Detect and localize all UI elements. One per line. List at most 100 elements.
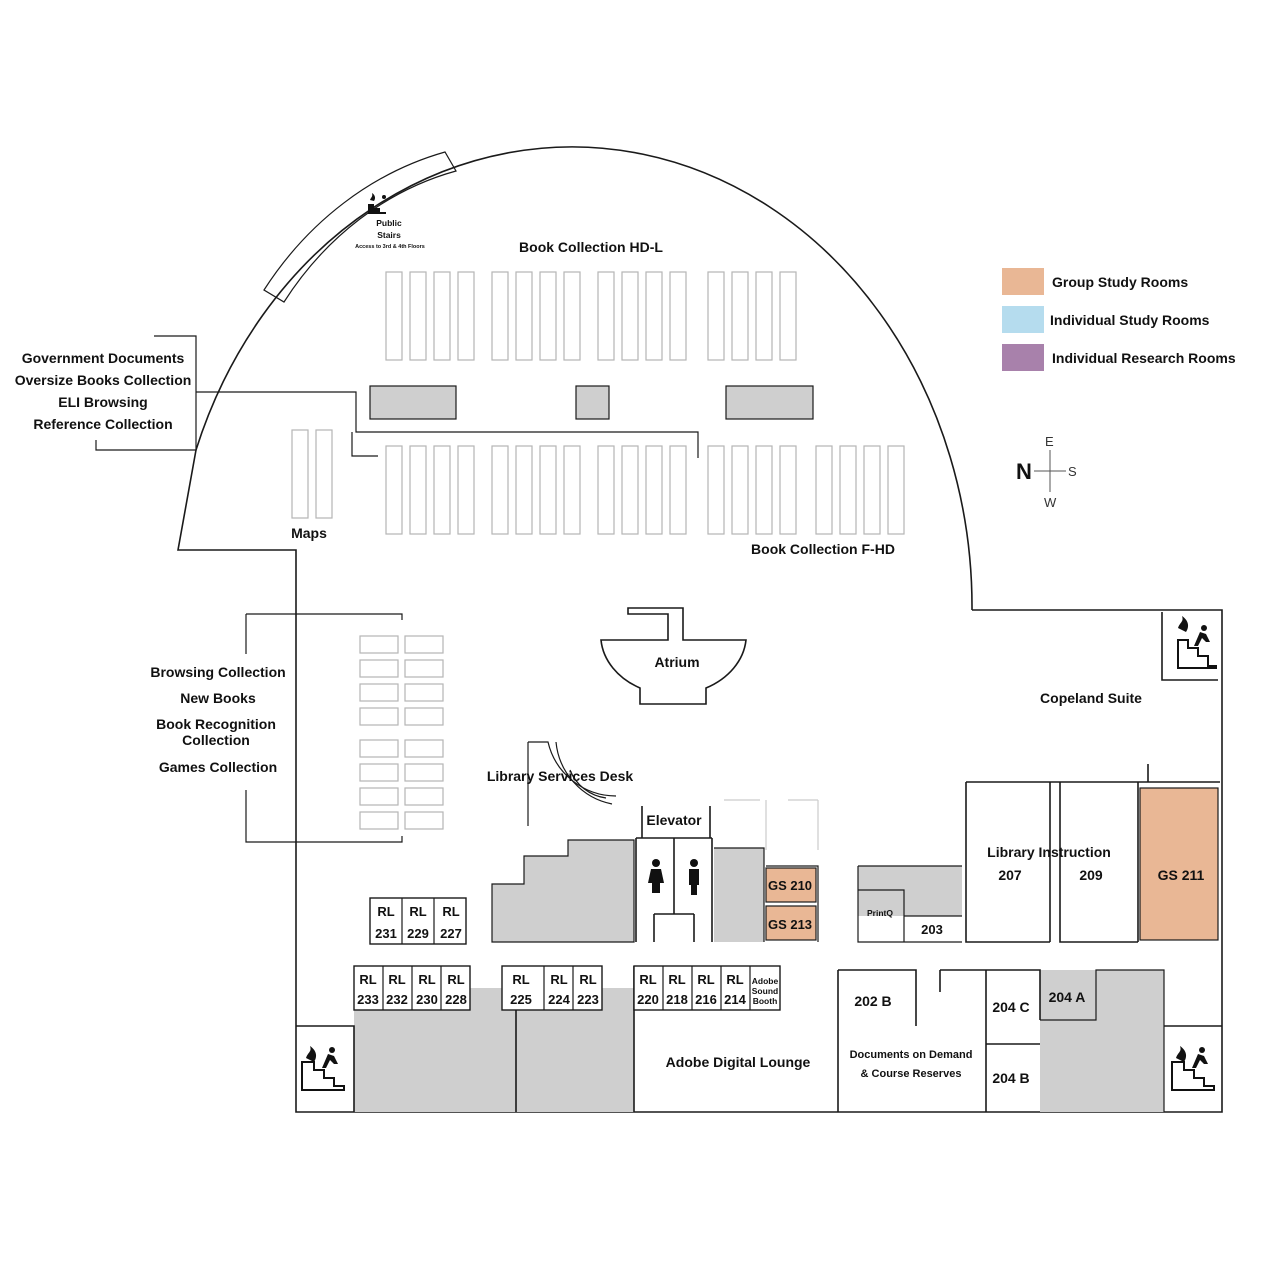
shelves-hd-l — [385, 271, 797, 361]
center-gray-block — [491, 839, 635, 943]
book-collection-hd-l-label: Book Collection HD-L — [519, 239, 663, 255]
public-stairs-note: Access to 3rd & 4th Floors — [355, 244, 425, 250]
rl-232-number: 232 — [386, 992, 408, 1007]
book-collection-f-hd-label: Book Collection F-HD — [751, 541, 895, 557]
collection-oversize-books: Oversize Books Collection — [15, 372, 192, 388]
collection-games: Games Collection — [159, 759, 277, 775]
rl-232-prefix: RL — [388, 972, 405, 987]
legend: Group Study Rooms Individual Study Rooms… — [1002, 268, 1236, 371]
library-services-desk-label: Library Services Desk — [487, 768, 634, 784]
womens-restroom-icon — [648, 859, 664, 893]
rl-upper-boxes — [369, 897, 467, 945]
legend-swatch-individual-study — [1002, 306, 1044, 333]
copeland-walls — [1147, 612, 1218, 782]
room-209-label: 209 — [1079, 867, 1103, 883]
building-outline — [177, 146, 1223, 1113]
rl-lower-boxes — [353, 965, 781, 1011]
rl-218-prefix: RL — [668, 972, 685, 987]
rl-229-prefix: RL — [409, 904, 426, 919]
copeland-suite-label: Copeland Suite — [1040, 690, 1142, 706]
rl-216-prefix: RL — [697, 972, 714, 987]
rl-223-prefix: RL — [579, 972, 596, 987]
rl-228-prefix: RL — [447, 972, 464, 987]
compass-rose: N E S W — [1016, 434, 1077, 510]
rl-230-number: 230 — [416, 992, 438, 1007]
adobe-booth-line1: Adobe — [752, 976, 779, 986]
emergency-stairs-icon-se — [1171, 1046, 1215, 1091]
legend-swatch-individual-research — [1002, 344, 1044, 371]
room-204a-label: 204 A — [1049, 989, 1086, 1005]
rl-227-prefix: RL — [442, 904, 459, 919]
labels: Public Stairs Access to 3rd & 4th Floors… — [15, 218, 1205, 1086]
documents-on-demand-line1: Documents on Demand — [850, 1049, 973, 1061]
adobe-digital-lounge-label: Adobe Digital Lounge — [666, 1054, 811, 1070]
collection-government-documents: Government Documents — [22, 350, 185, 366]
collection-book-recognition-line2: Collection — [182, 732, 250, 748]
legend-group-study-label: Group Study Rooms — [1052, 274, 1188, 290]
rl-227-number: 227 — [440, 926, 462, 941]
adobe-booth-line2: Sound — [752, 986, 778, 996]
collection-book-recognition-line1: Book Recognition — [156, 716, 276, 732]
room-204c-label: 204 C — [992, 999, 1029, 1015]
gs-213-label: GS 213 — [768, 917, 812, 932]
rl-214-prefix: RL — [726, 972, 743, 987]
collection-eli-browsing: ELI Browsing — [58, 394, 147, 410]
rl-233-number: 233 — [357, 992, 379, 1007]
gs-210-label: GS 210 — [768, 878, 812, 893]
rl-214-number: 214 — [724, 992, 746, 1007]
instruction-rooms — [965, 781, 1220, 943]
legend-individual-study-label: Individual Study Rooms — [1050, 312, 1210, 328]
room-207-label: 207 — [998, 867, 1022, 883]
public-stairs-line1: Public — [376, 218, 402, 228]
gs-211-label: GS 211 — [1158, 867, 1205, 883]
atrium-label: Atrium — [654, 654, 699, 670]
elevator-core — [635, 806, 765, 942]
browsing-shelves — [359, 635, 444, 830]
rl-216-number: 216 — [695, 992, 717, 1007]
collection-reference: Reference Collection — [33, 416, 172, 432]
group-study-small — [724, 799, 819, 942]
rl-231-prefix: RL — [377, 904, 394, 919]
maps-shelves — [291, 429, 333, 519]
public-stairs-line2: Stairs — [377, 230, 401, 240]
rl-224-number: 224 — [548, 992, 570, 1007]
compass-e: E — [1045, 434, 1054, 449]
rl-220-number: 220 — [637, 992, 659, 1007]
room-202b-label: 202 B — [854, 993, 891, 1009]
services-desk-shape — [527, 741, 617, 826]
library-instruction-label: Library Instruction — [987, 844, 1111, 860]
rl-228-number: 228 — [445, 992, 467, 1007]
compass-w: W — [1044, 495, 1057, 510]
rl-233-prefix: RL — [359, 972, 376, 987]
shelves-f-hd — [385, 445, 905, 535]
rl-223-number: 223 — [577, 992, 599, 1007]
printq-area — [857, 865, 962, 943]
rl-230-prefix: RL — [418, 972, 435, 987]
atrium-shape — [600, 607, 747, 705]
rl-225-number: 225 — [510, 992, 532, 1007]
rl-225-prefix: RL — [512, 972, 529, 987]
adobe-booth-line3: Booth — [753, 996, 778, 1006]
rl-218-number: 218 — [666, 992, 688, 1007]
reading-tables — [369, 385, 814, 420]
rl-231-number: 231 — [375, 926, 397, 941]
rl-220-prefix: RL — [639, 972, 656, 987]
documents-on-demand-line2: & Course Reserves — [861, 1068, 962, 1080]
rl-224-prefix: RL — [550, 972, 567, 987]
maps-label: Maps — [291, 525, 327, 541]
room-204b-label: 204 B — [992, 1070, 1029, 1086]
legend-individual-research-label: Individual Research Rooms — [1052, 350, 1236, 366]
legend-swatch-group-study — [1002, 268, 1044, 295]
mens-restroom-icon — [689, 859, 699, 895]
room-203-label: 203 — [921, 922, 943, 937]
rl-229-number: 229 — [407, 926, 429, 941]
public-stairs-icon — [368, 193, 386, 214]
emergency-stairs-icon-ne — [1177, 616, 1217, 669]
collection-new-books: New Books — [180, 690, 256, 706]
printq-label: PrintQ — [867, 908, 893, 918]
emergency-stairs-icon-sw — [301, 1046, 345, 1091]
compass-n: N — [1016, 459, 1032, 484]
collection-browsing: Browsing Collection — [150, 664, 285, 680]
elevator-label: Elevator — [646, 812, 702, 828]
